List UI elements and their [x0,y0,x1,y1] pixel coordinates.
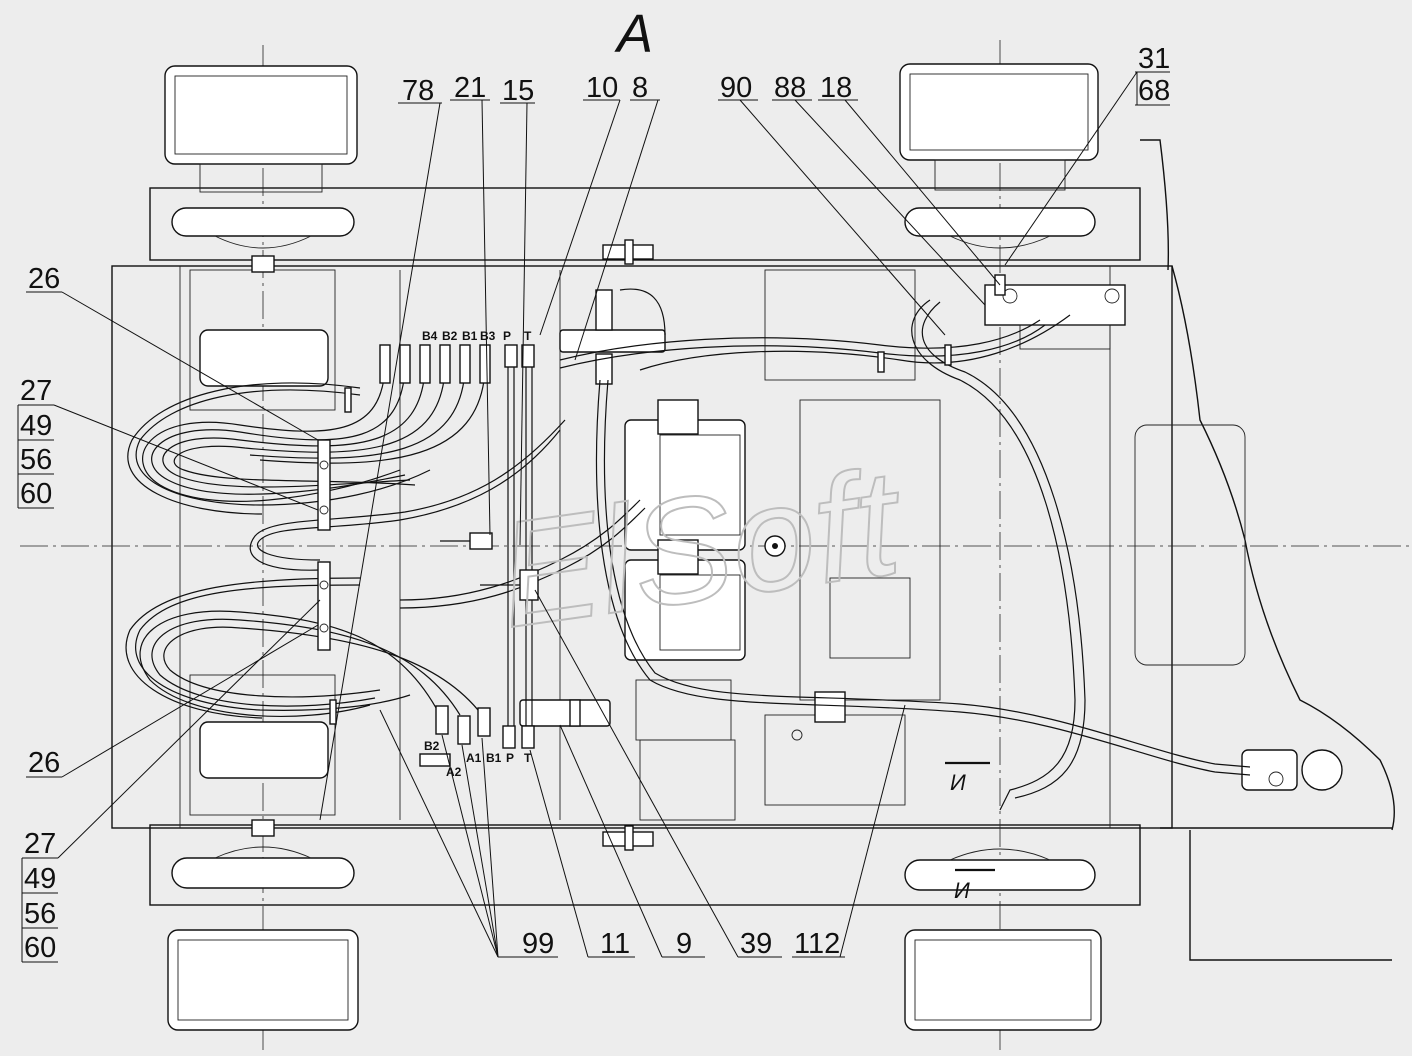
callout-26-lower: 26 [28,747,60,779]
long-hose-112 [559,288,1251,811]
port-label-t-lower: T [524,751,532,765]
callout-60-upper: 60 [20,478,52,510]
port-label-b3: B3 [480,329,496,343]
port-label-p-lower: P [506,751,514,765]
callout-49-upper: 49 [20,410,52,442]
axle-housing-left [189,255,336,837]
callout-39: 39 [740,928,772,960]
section-mark-upper: И [950,770,966,795]
watermark: ElSoft [489,436,914,659]
port-label-a1: A1 [466,751,482,765]
callout-56-lower: 56 [24,898,56,930]
callout-68: 68 [1138,75,1170,107]
wheel-top-left [164,65,358,249]
callouts-bottom: 99 11 9 39 112 [379,589,906,960]
callout-11: 11 [600,928,630,960]
upper-distributor [559,239,666,385]
pump-motor-block [624,269,941,821]
port-label-p: P [503,329,511,343]
callout-56-upper: 56 [20,444,52,476]
callout-18: 18 [820,72,852,104]
port-label-b2: B2 [442,329,458,343]
callout-9: 9 [676,928,692,960]
section-mark-lower: И [954,878,970,903]
port-label-b1-lower: B1 [486,751,502,765]
hose-bundle-upper [127,369,486,515]
callout-88: 88 [774,72,806,104]
port-labels-lower: B2 A2 A1 B1 P T [424,739,532,779]
port-label-t: T [524,329,532,343]
port-label-b4: B4 [422,329,438,343]
right-valve-block [984,274,1126,350]
callout-99: 99 [522,928,554,960]
callout-90: 90 [720,72,752,104]
callout-15: 15 [502,75,534,107]
fittings-lower [419,705,535,767]
wheel-bottom-right [904,848,1102,1031]
callout-49-lower: 49 [24,863,56,895]
fittings-upper [379,344,535,384]
wheel-top-right [899,63,1099,249]
view-label: A [614,4,653,64]
port-label-a2: A2 [446,765,462,779]
callout-8: 8 [632,72,648,104]
callout-112: 112 [794,928,840,960]
callout-60-lower: 60 [24,932,56,964]
port-label-b1: B1 [462,329,478,343]
port-label-b2-lower: B2 [424,739,440,753]
callout-21: 21 [454,72,486,104]
lower-distributor [519,699,654,851]
callouts-top: 78 21 15 10 8 90 88 18 31 68 [319,43,1170,821]
vertical-pipes [440,360,539,730]
section-marks: И И [945,761,995,903]
hose-clamps [317,344,952,725]
callout-10: 10 [586,72,618,104]
callout-78: 78 [402,75,434,107]
callout-27-lower: 27 [24,828,56,860]
right-bottom-motor [1241,749,1343,791]
wheel-bottom-left [167,846,359,1031]
callout-26-upper: 26 [28,263,60,295]
port-labels-upper: B4 B2 B1 B3 P T [422,329,532,343]
callout-31: 31 [1138,43,1170,75]
callout-27-upper: 27 [20,375,52,407]
callouts-left-lower: 26 27 49 56 60 [21,599,321,964]
callouts-left-upper: 26 27 49 56 60 [17,263,319,511]
